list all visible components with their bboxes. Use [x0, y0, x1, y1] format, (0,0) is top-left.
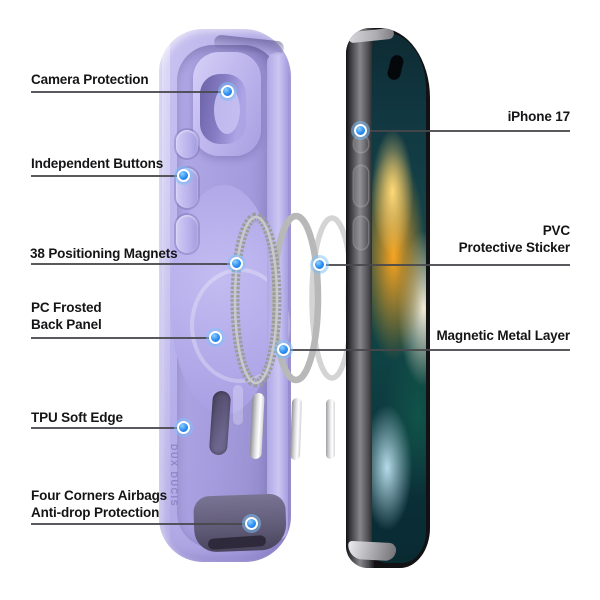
callout-label: TPU Soft Edge	[31, 410, 123, 425]
callout-line	[361, 130, 570, 132]
iphone-screen-wallpaper	[372, 33, 426, 563]
callout-label: iPhone 17	[507, 109, 571, 124]
dynamic-island	[386, 53, 405, 82]
iphone-action-button	[354, 136, 368, 152]
blue-dot-icon	[209, 331, 222, 344]
blue-dot-icon	[313, 258, 326, 271]
callout-line	[284, 349, 570, 351]
blue-dot-icon	[177, 169, 190, 182]
blue-dot-icon	[221, 85, 234, 98]
iphone-side-rail	[346, 28, 374, 568]
iphone-volume-up-button	[354, 166, 368, 206]
callout-label: Camera Protection	[31, 72, 149, 87]
case-brand-text: DUX DUCIS	[169, 444, 179, 508]
callout-label: Magnetic Metal Layer	[436, 328, 570, 343]
magsafe-bar-imprint	[233, 385, 243, 425]
callout-line	[31, 523, 252, 525]
magnet-bar	[289, 397, 303, 461]
magnet-ring-knurled-highlight	[233, 215, 279, 385]
iphone-body	[346, 28, 430, 568]
callout-label: Four Corners Airbags Anti-drop Protectio…	[31, 488, 168, 520]
callout-label: PVC Protective Sticker	[458, 223, 571, 255]
blue-dot-icon	[245, 517, 258, 530]
case-action-button	[176, 130, 198, 158]
case-edge-highlight	[162, 42, 170, 542]
callout-label: 38 Positioning Magnets	[30, 246, 178, 261]
callout-line	[31, 427, 184, 429]
iphone-volume-down-button	[354, 217, 368, 249]
magnet-bar	[326, 399, 335, 459]
blue-dot-icon	[277, 343, 290, 356]
case-volume-down-button	[176, 215, 198, 253]
blue-dot-icon	[177, 421, 190, 434]
callout-line	[31, 175, 184, 177]
blue-dot-icon	[354, 124, 367, 137]
callout-line	[31, 91, 228, 93]
blue-dot-icon	[230, 257, 243, 270]
callout-line	[31, 337, 216, 339]
callout-label: PC Frosted Back Panel	[31, 300, 102, 332]
callout-line	[31, 263, 237, 265]
callout-line	[320, 264, 570, 266]
callout-label: Independent Buttons	[31, 156, 164, 171]
